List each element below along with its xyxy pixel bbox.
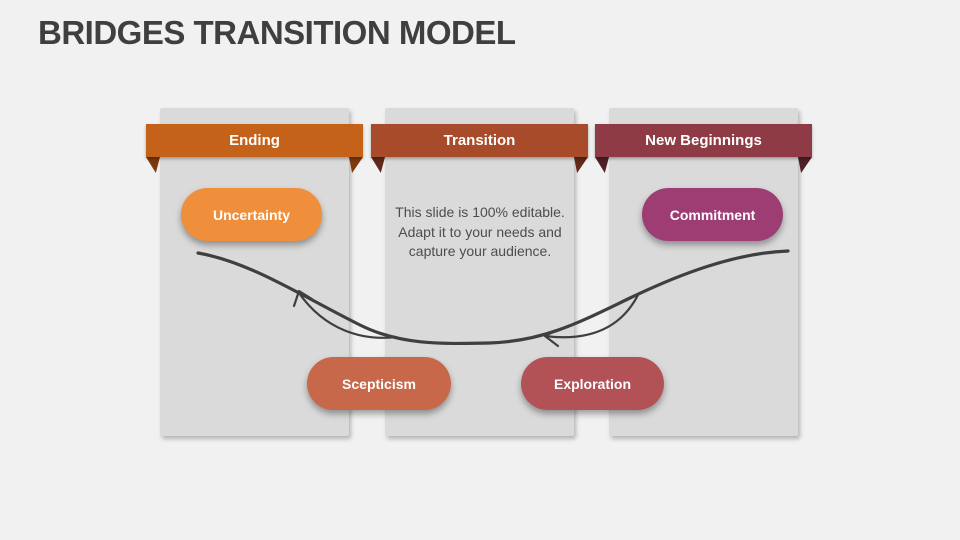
ribbon-fold — [146, 157, 160, 173]
ribbon-fold — [371, 157, 385, 173]
banner-ending: Ending — [146, 124, 363, 157]
ribbon-fold — [349, 157, 363, 173]
stage-pill-exploration: Exploration — [521, 357, 664, 410]
banner-new-beginnings: New Beginnings — [595, 124, 812, 157]
banner-ending-label: Ending — [229, 132, 280, 149]
banner-transition: Transition — [371, 124, 588, 157]
editable-note-text: This slide is 100% editable. Adapt it to… — [395, 204, 565, 259]
stage-pill-uncertainty-label: Uncertainty — [212, 206, 291, 223]
stage-pill-exploration-label: Exploration — [553, 375, 631, 392]
stage-pill-scepticism-label: Scepticism — [342, 375, 416, 392]
ribbon-fold — [574, 157, 588, 173]
banner-new-beginnings-label: New Beginnings — [645, 132, 762, 149]
ribbon-fold — [798, 157, 812, 173]
stage-pill-commitment-label: Commitment — [669, 206, 756, 223]
ribbon-fold — [595, 157, 609, 173]
stage-pill-commitment: Commitment — [642, 188, 783, 241]
page-title: BRIDGES TRANSITION MODEL — [38, 14, 516, 51]
banner-transition-label: Transition — [443, 132, 516, 149]
stage-pill-uncertainty: Uncertainty — [181, 188, 322, 241]
stage-pill-scepticism: Scepticism — [307, 357, 451, 410]
